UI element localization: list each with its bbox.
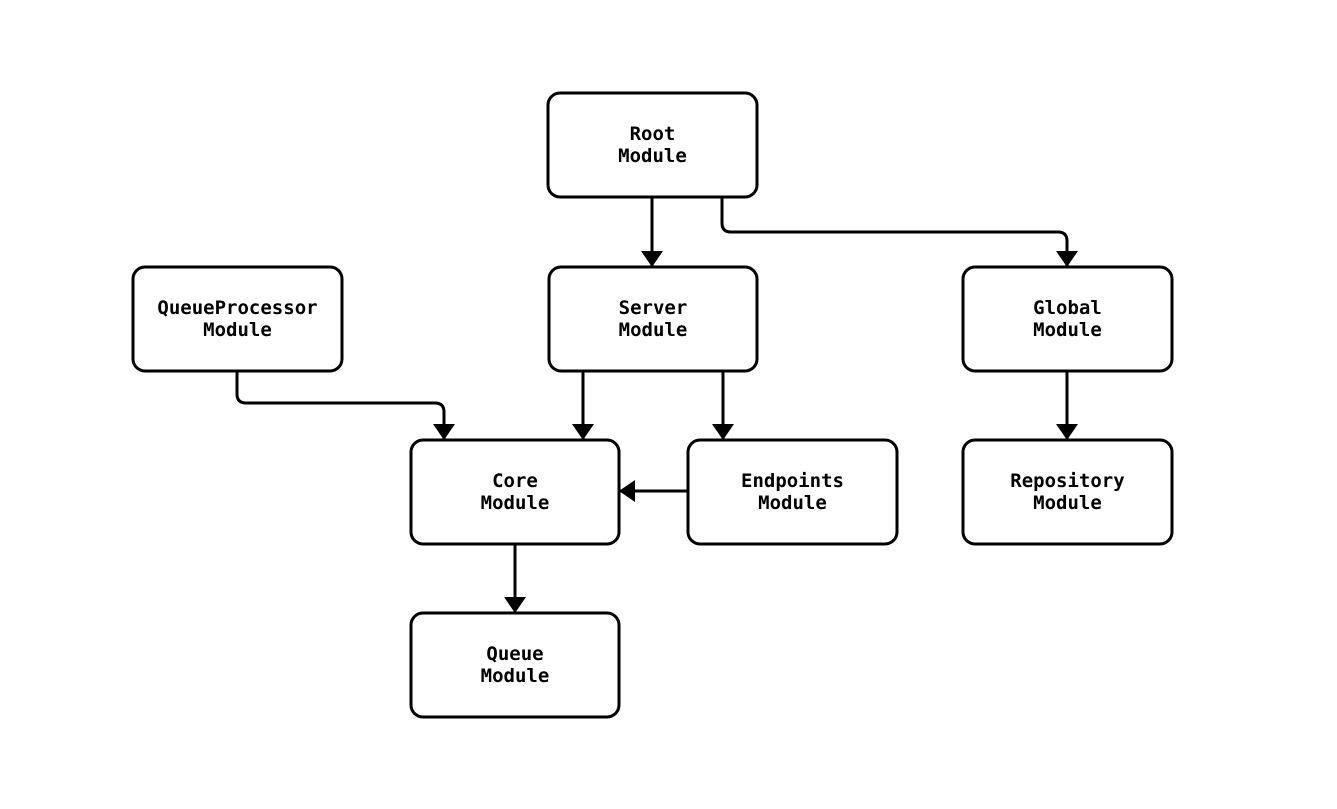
node-repository [961,438,1174,546]
edge-layer [235,197,1078,613]
node-global [961,265,1174,373]
node-core [409,438,621,546]
node-endpoints [686,438,899,546]
node-server [547,265,759,373]
edge-root-to-global [720,197,1078,267]
node-layer [131,91,1174,719]
edge-queueprocessor-to-core [235,371,455,440]
node-root [546,91,759,199]
node-queueprocessor [131,265,344,373]
node-queue [409,611,621,719]
